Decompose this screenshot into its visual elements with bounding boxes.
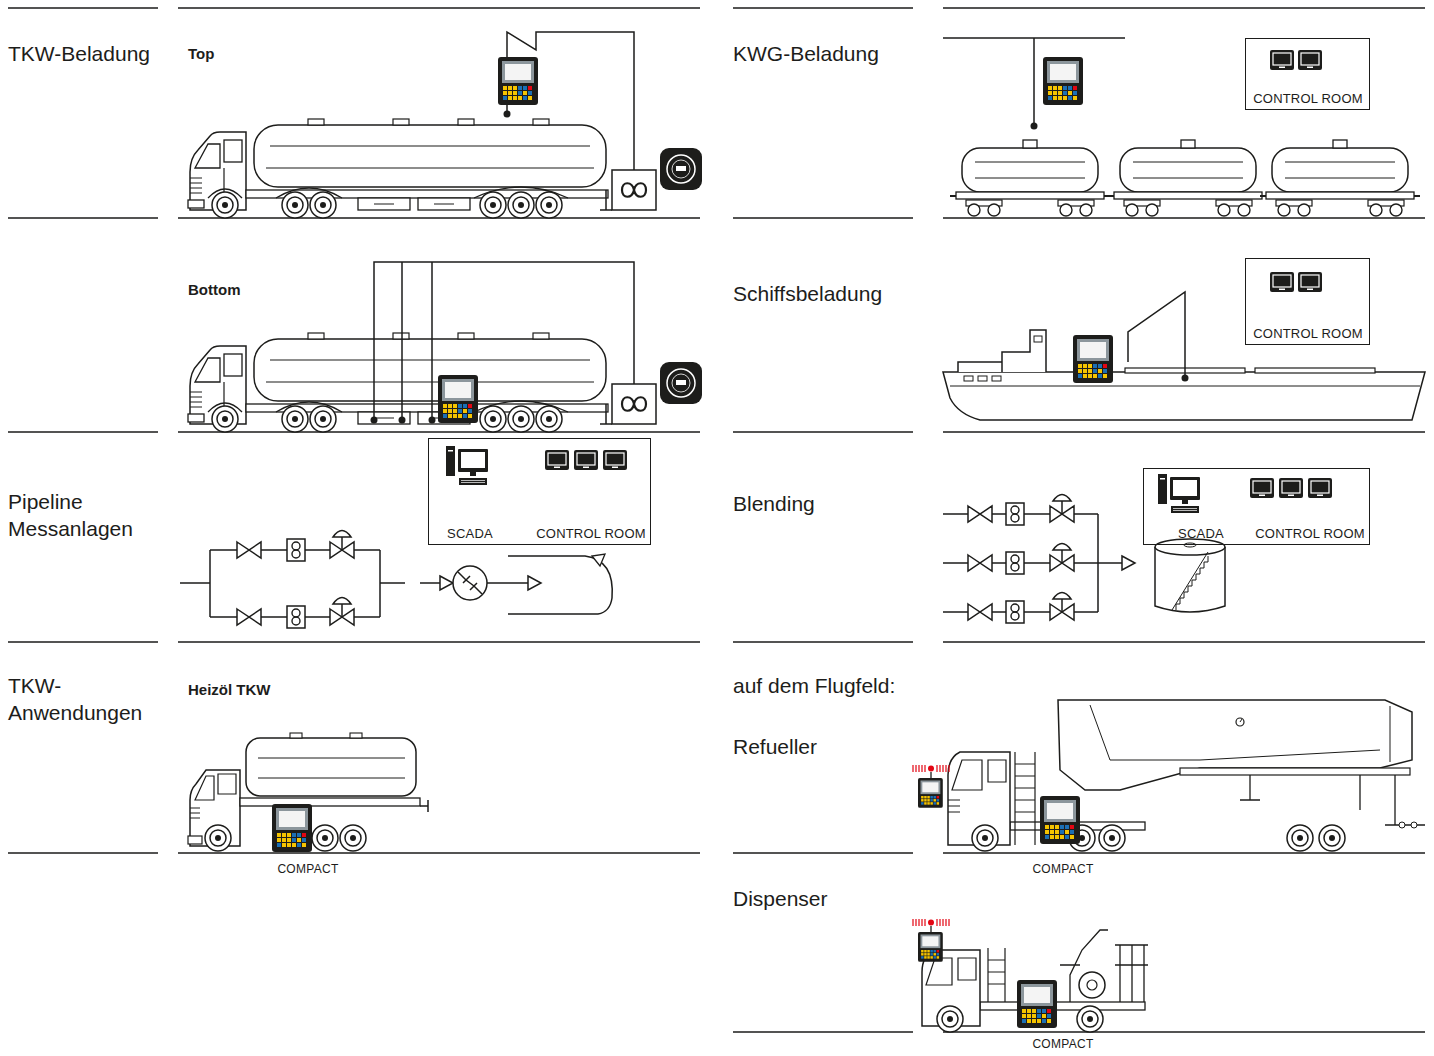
section-heading: Dispenser [733, 885, 828, 912]
dispenser-remote [913, 919, 949, 962]
panel-label: CONTROL ROOM [1253, 91, 1363, 106]
rail-tank-cars [943, 38, 1420, 216]
section-heading: Blending [733, 490, 815, 517]
control-room-panel: SCADA CONTROL ROOM [1143, 468, 1370, 545]
section-heading: Pipeline Messanlagen [8, 488, 158, 543]
panel-label: SCADA [447, 526, 493, 541]
panel-label: CONTROL ROOM [1253, 326, 1363, 341]
panel-label: CONTROL ROOM [536, 526, 646, 541]
section-heading: TKW- Anwendungen [8, 672, 158, 727]
dispenser-truck [922, 930, 1148, 1032]
section-heading: TKW-Beladung [8, 40, 150, 67]
panel-label: CONTROL ROOM [1255, 526, 1365, 541]
section-heading: Schiffsbeladung [733, 280, 882, 307]
sub-heading: Top [188, 44, 214, 64]
control-room-panel: SCADA CONTROL ROOM [428, 438, 651, 545]
top-loading-truck [188, 32, 702, 218]
separator-lines [8, 8, 1425, 1032]
blending-lines [943, 474, 1332, 623]
heating-oil-truck [188, 733, 428, 852]
model-caption: COMPACT [1032, 862, 1093, 878]
section-heading: KWG-Beladung [733, 40, 879, 67]
section-heading: auf dem Flugfeld: [733, 672, 895, 699]
ship [943, 272, 1425, 420]
sub-heading: Heizöl TKW [188, 680, 271, 700]
bottom-loading-truck [188, 262, 702, 432]
refueller-remote [913, 765, 949, 808]
model-caption: COMPACT [277, 862, 338, 878]
panel-label: SCADA [1178, 526, 1224, 541]
sub-heading: Bottom [188, 280, 241, 300]
refueller-truck [948, 700, 1425, 851]
control-room-panel: CONTROL ROOM [1245, 258, 1370, 345]
section-heading: Refueller [733, 733, 817, 760]
control-room-panel: CONTROL ROOM [1245, 38, 1370, 110]
model-caption: COMPACT [1032, 1037, 1093, 1053]
